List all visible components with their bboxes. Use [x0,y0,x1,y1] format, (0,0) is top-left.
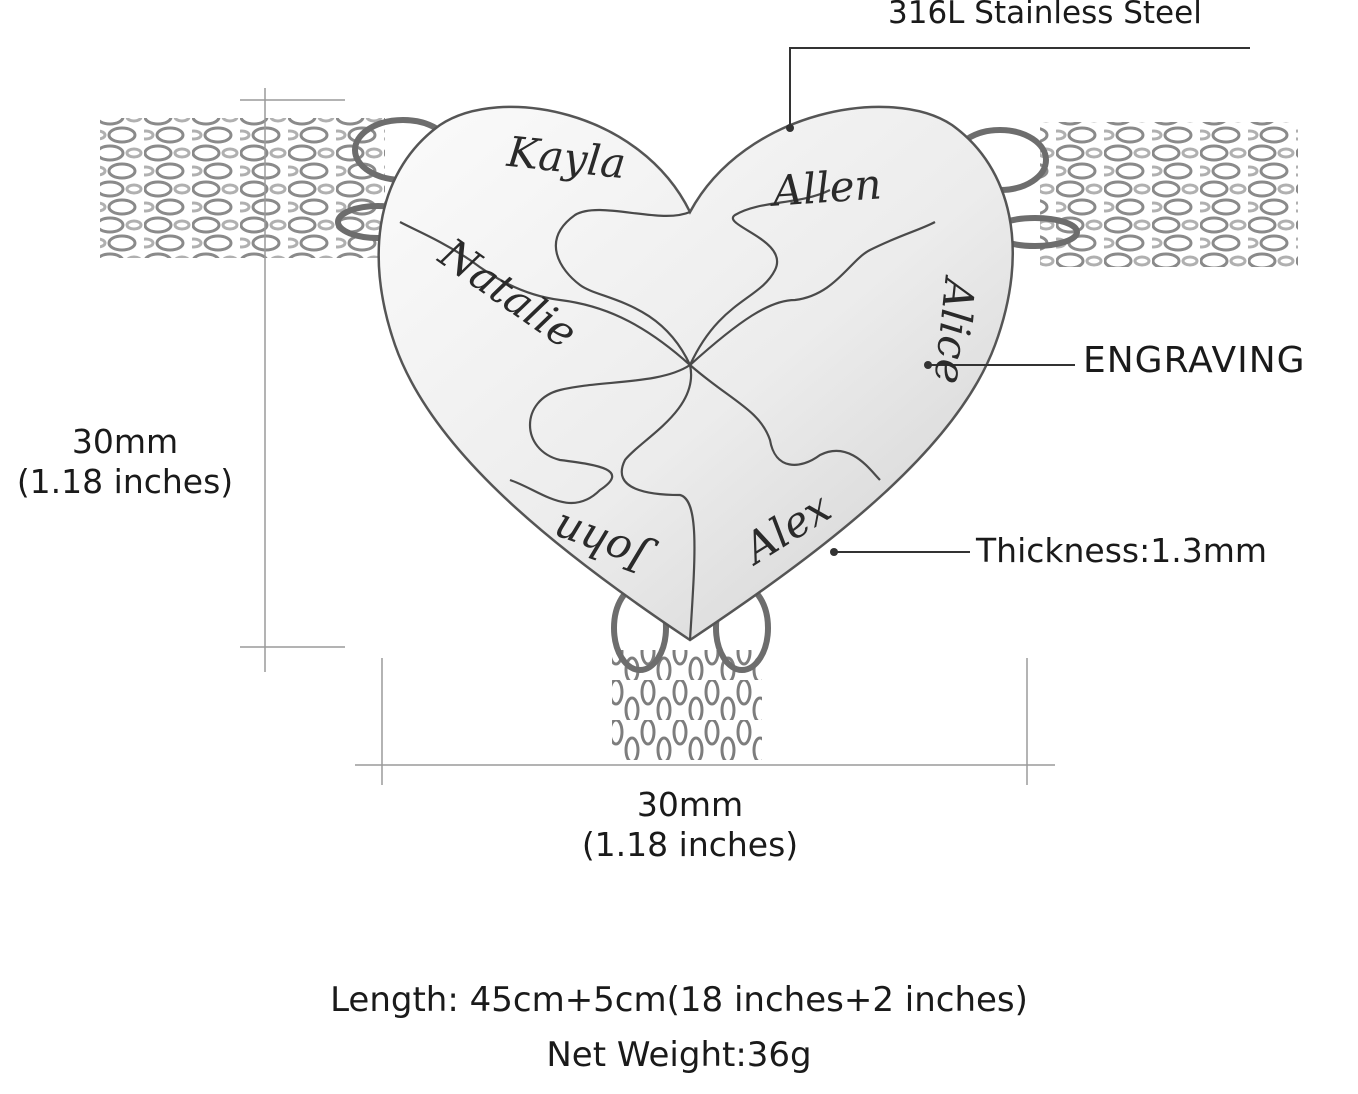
width-dimension-label: 30mm (1.18 inches) [540,785,840,864]
width-mm: 30mm [636,785,744,824]
height-dimension-label: 30mm (1.18 inches) [0,422,250,501]
engraving-label: ENGRAVING [1083,340,1306,381]
left-chain [100,118,385,258]
heart-outline [377,105,1014,642]
width-inches: (1.18 inches) [581,824,799,864]
material-label: 316L Stainless Steel [888,0,1202,31]
thickness-label: Thickness:1.3mm [976,531,1267,570]
engraving-alice: Alice [925,272,985,386]
engraving-allen: Allen [767,159,883,216]
dimension-lines [240,88,1055,785]
net-weight-label: Net Weight:36g [546,1035,812,1075]
height-inches: (1.18 inches) [16,461,234,501]
height-mm: 30mm [71,422,179,461]
chain-length-label: Length: 45cm+5cm(18 inches+2 inches) [330,980,1028,1020]
leader-lines [786,47,1250,556]
right-chain [1040,122,1298,267]
puzzle-seams [399,189,936,641]
